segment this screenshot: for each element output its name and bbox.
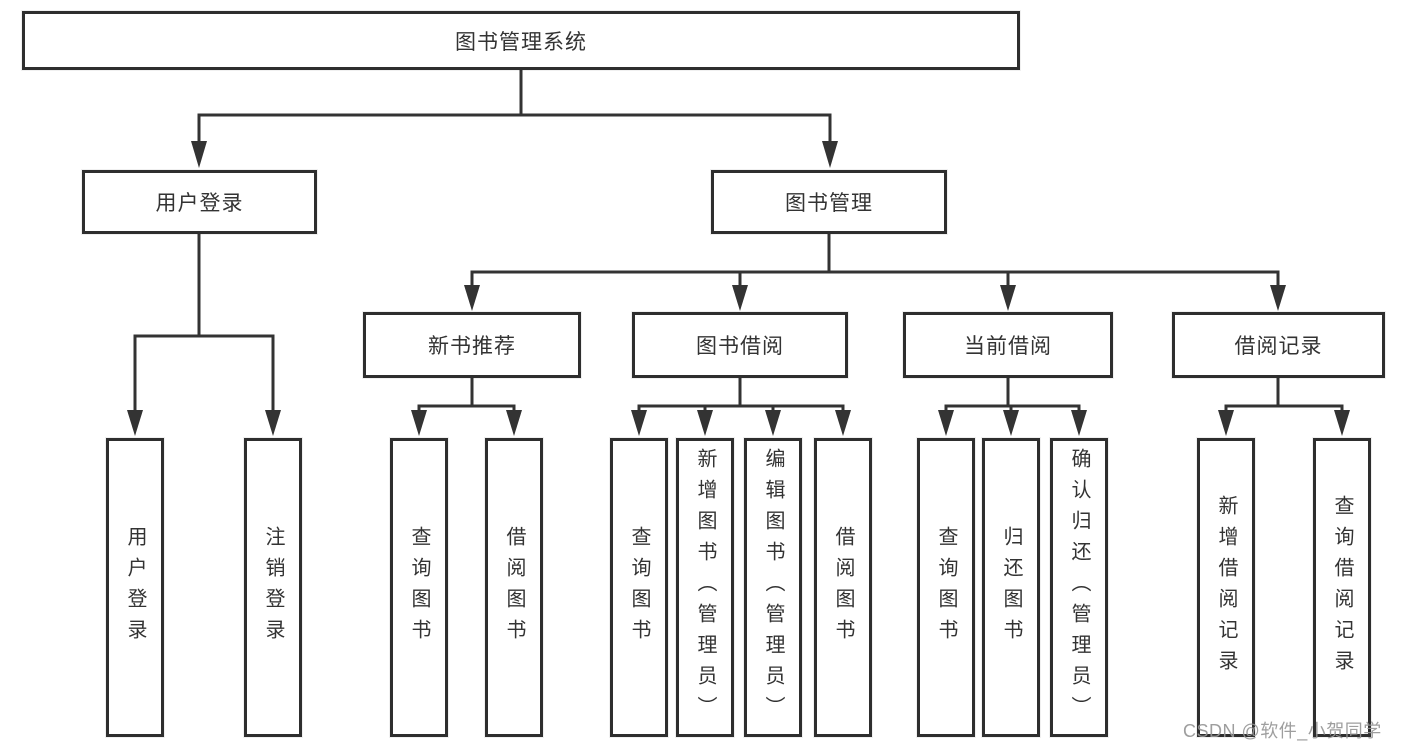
node-label: 注销登录 — [262, 525, 284, 650]
csdn-watermark: CSDN @软件_小贺同学 — [1183, 721, 1382, 741]
node-current-borrowing: 当前借阅 — [903, 312, 1113, 378]
node-logout-action: 注销登录 — [244, 438, 302, 737]
node-label: 归还图书 — [1000, 525, 1022, 650]
node-label: 借阅记录 — [1234, 335, 1323, 358]
node-query-borrow-record: 查询借阅记录 — [1313, 438, 1371, 737]
node-label: 新增借阅记录 — [1215, 494, 1237, 681]
node-label: 新书推荐 — [428, 335, 516, 358]
node-borrowing-records: 借阅记录 — [1172, 312, 1385, 378]
node-borrow-books-recommend: 借阅图书 — [485, 438, 543, 737]
node-label: 用户登录 — [155, 192, 244, 215]
node-label: 当前借阅 — [964, 335, 1052, 358]
node-library-system: 图书管理系统 — [22, 11, 1020, 70]
node-query-books-borrowing: 查询图书 — [610, 438, 668, 737]
node-label: 查询图书 — [408, 525, 430, 650]
node-new-book-recommendation: 新书推荐 — [363, 312, 581, 378]
node-label: 图书借阅 — [696, 335, 784, 358]
node-label: 查询图书 — [935, 525, 957, 650]
node-user-login-action: 用户登录 — [106, 438, 164, 737]
node-return-books: 归还图书 — [982, 438, 1040, 737]
node-add-books-admin: 新增图书（管理员） — [676, 438, 734, 737]
node-book-borrowing: 图书借阅 — [632, 312, 848, 378]
node-label: 查询图书 — [628, 525, 650, 650]
node-confirm-return-admin: 确认归还（管理员） — [1050, 438, 1108, 737]
node-query-books-current: 查询图书 — [917, 438, 975, 737]
node-label: 查询借阅记录 — [1331, 494, 1353, 681]
node-query-books-recommend: 查询图书 — [390, 438, 448, 737]
node-edit-books-admin: 编辑图书（管理员） — [744, 438, 802, 737]
node-label: 图书管理 — [785, 192, 873, 215]
node-label: 编辑图书（管理员） — [762, 448, 784, 727]
node-label: 借阅图书 — [503, 525, 525, 650]
node-user-login-module: 用户登录 — [82, 170, 317, 234]
node-label: 新增图书（管理员） — [694, 448, 716, 727]
node-label: 确认归还（管理员） — [1068, 448, 1090, 727]
node-book-management-module: 图书管理 — [711, 170, 947, 234]
node-label: 借阅图书 — [832, 525, 854, 650]
node-label: 用户登录 — [124, 525, 146, 650]
node-borrow-books-borrowing: 借阅图书 — [814, 438, 872, 737]
node-add-borrow-record: 新增借阅记录 — [1197, 438, 1255, 737]
node-label: 图书管理系统 — [455, 30, 587, 54]
